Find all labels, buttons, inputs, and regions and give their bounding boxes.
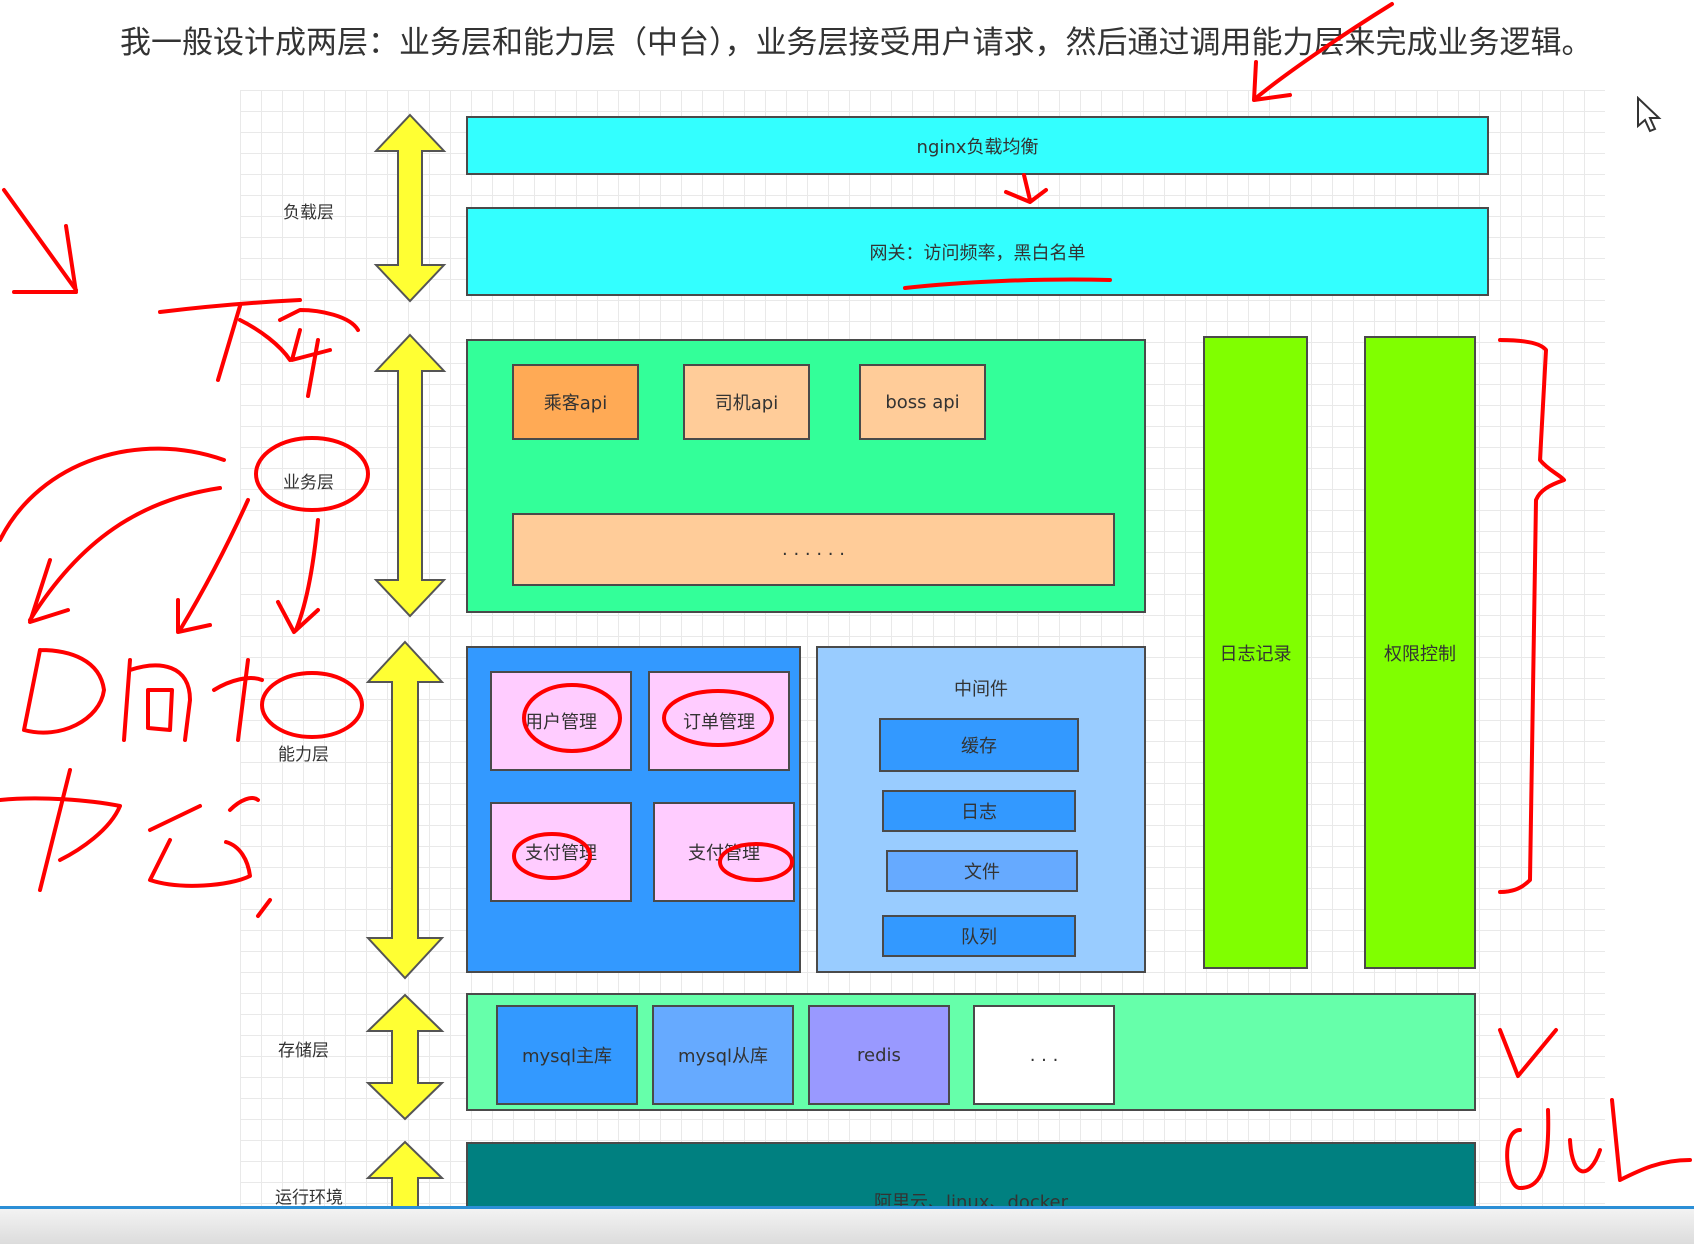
- mysql-master-box: mysql主库: [496, 1005, 638, 1105]
- logging-column: 日志记录: [1203, 336, 1308, 969]
- double-arrow-icon: [365, 640, 445, 980]
- boss-api-box: boss api: [859, 364, 986, 440]
- cache-box: 缓存: [879, 718, 1079, 772]
- window-bottom-bar: [0, 1206, 1694, 1244]
- order-management-label: 订单管理: [683, 712, 755, 733]
- log-label: 日志: [961, 802, 997, 823]
- log-box: 日志: [882, 790, 1076, 832]
- label-business-layer: 业务层: [283, 473, 334, 493]
- payment-management-label: 支付管理: [525, 843, 597, 864]
- user-management-label: 用户管理: [525, 712, 597, 733]
- redis-box: redis: [808, 1005, 950, 1105]
- passenger-api-box: 乘客api: [512, 364, 639, 440]
- permission-label: 权限控制: [1384, 643, 1456, 665]
- file-label: 文件: [964, 862, 1000, 883]
- mysql-slave-box: mysql从库: [652, 1005, 794, 1105]
- label-load-layer: 负载层: [283, 203, 334, 223]
- nginx-label: nginx负载均衡: [916, 136, 1039, 158]
- user-management-box: 用户管理: [490, 671, 632, 771]
- redis-label: redis: [857, 1044, 901, 1066]
- cache-label: 缓存: [961, 736, 997, 757]
- business-more-box: . . . . . .: [512, 513, 1115, 586]
- gateway-box: 网关：访问频率，黑白名单: [466, 207, 1489, 296]
- order-management-box: 订单管理: [648, 671, 790, 771]
- boss-api-label: boss api: [885, 391, 960, 413]
- queue-label: 队列: [961, 927, 997, 948]
- driver-api-box: 司机api: [683, 364, 810, 440]
- queue-box: 队列: [882, 915, 1076, 957]
- mouse-cursor-icon: [1637, 96, 1662, 133]
- mysql-master-label: mysql主库: [522, 1046, 612, 1067]
- double-arrow-icon: [373, 333, 447, 618]
- caption-text: 我一般设计成两层：业务层和能力层（中台），业务层接受用户请求，然后通过调用能力层…: [120, 25, 1593, 61]
- storage-more-label: . . .: [1029, 1044, 1059, 1066]
- middleware-title: 中间件: [954, 679, 1008, 700]
- label-runtime-layer: 运行环境: [275, 1188, 343, 1208]
- permission-column: 权限控制: [1364, 336, 1476, 969]
- payment-management-label-2: 支付管理: [688, 843, 760, 864]
- double-arrow-icon: [373, 113, 447, 303]
- passenger-api-label: 乘客api: [543, 393, 608, 414]
- mysql-slave-label: mysql从库: [678, 1046, 768, 1067]
- file-box: 文件: [886, 850, 1078, 892]
- label-capability-layer: 能力层: [278, 745, 329, 765]
- logging-label: 日志记录: [1219, 643, 1292, 665]
- business-more-label: . . . . . .: [782, 539, 845, 560]
- double-arrow-icon: [365, 1140, 445, 1241]
- driver-api-label: 司机api: [714, 393, 779, 414]
- gateway-label: 网关：访问频率，黑白名单: [869, 242, 1086, 264]
- storage-more-box: . . .: [973, 1005, 1115, 1105]
- nginx-load-balancer-box: nginx负载均衡: [466, 116, 1489, 175]
- payment-management-box: 支付管理: [490, 802, 632, 902]
- label-storage-layer: 存储层: [278, 1041, 329, 1061]
- double-arrow-icon: [365, 993, 445, 1121]
- payment-management-box-2: 支付管理: [653, 802, 795, 902]
